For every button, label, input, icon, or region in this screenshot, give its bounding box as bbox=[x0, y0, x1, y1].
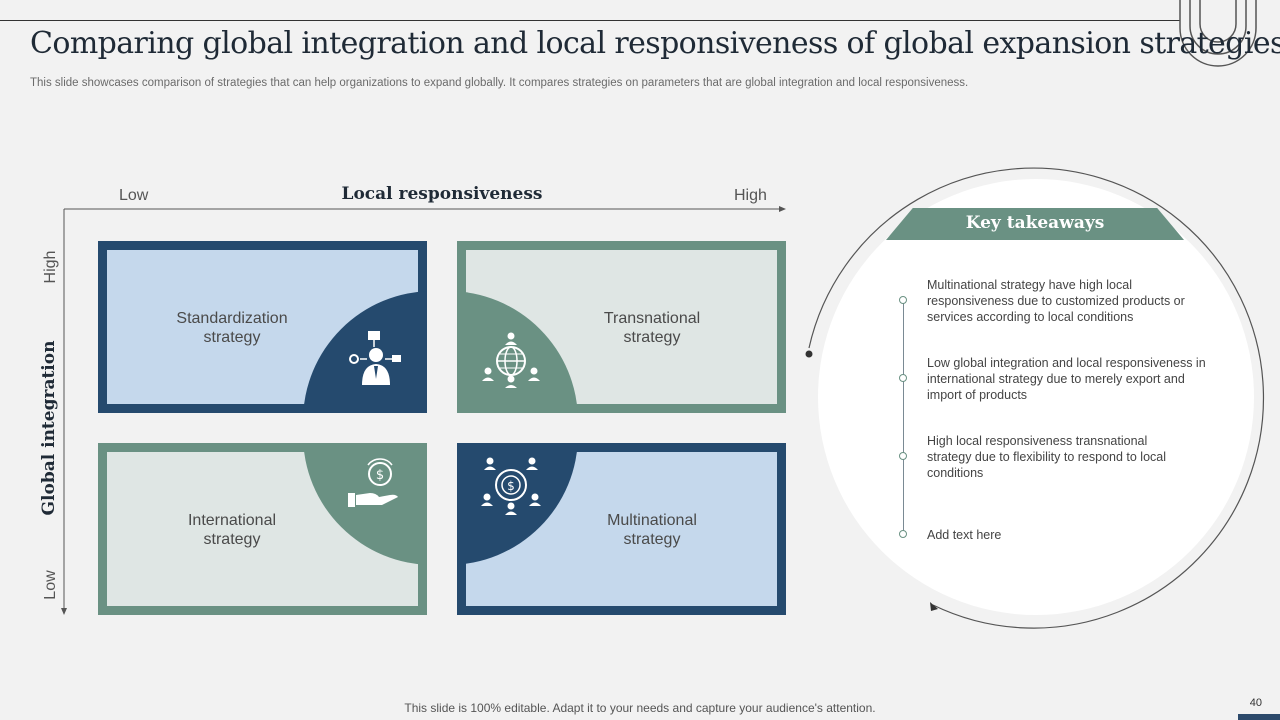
x-axis-low-label: Low bbox=[119, 187, 149, 204]
page-accent-bar bbox=[1238, 714, 1280, 720]
header-rule bbox=[0, 20, 1180, 21]
svg-text:$: $ bbox=[376, 468, 384, 483]
takeaway-bullet-icon bbox=[899, 452, 907, 460]
quadrant-label: Multinational strategy bbox=[607, 512, 697, 548]
takeaway-item: Multinational strategy have high local r… bbox=[927, 278, 1185, 324]
x-axis-title: Local responsiveness bbox=[341, 184, 543, 204]
svg-text:$: $ bbox=[507, 479, 515, 493]
takeaways-outer-arc bbox=[805, 167, 1265, 629]
x-axis-high-label: High bbox=[734, 187, 767, 204]
takeaway-bullet-icon bbox=[899, 296, 907, 304]
y-axis-low-label: Low bbox=[42, 570, 59, 600]
page-title: Comparing global integration and local r… bbox=[30, 26, 1280, 61]
matrix-axes bbox=[61, 206, 786, 615]
dollar-globe-people-icon: $ bbox=[481, 457, 541, 515]
hand-dollar-globe-icon: $ bbox=[348, 458, 398, 507]
page-number: 40 bbox=[1249, 697, 1262, 709]
quadrant-international: International strategy $ bbox=[98, 443, 427, 615]
globe-people-icon bbox=[482, 332, 540, 388]
takeaway-item: Low global integration and local respons… bbox=[927, 356, 1206, 402]
decorative-arch-icon bbox=[1179, 0, 1257, 67]
takeaways-banner bbox=[886, 208, 1184, 240]
quadrant-label: Standardization strategy bbox=[176, 310, 288, 346]
y-axis-high-label: High bbox=[42, 250, 59, 284]
manager-network-icon bbox=[349, 331, 401, 385]
takeaways-panel bbox=[818, 179, 1254, 615]
quadrant-multinational: Multinational strategy $ bbox=[457, 443, 786, 615]
quadrant-label: Transnational strategy bbox=[603, 310, 701, 346]
takeaway-bullet-icon bbox=[899, 374, 907, 382]
takeaways-timeline bbox=[903, 300, 904, 534]
takeaway-bullet-icon bbox=[899, 530, 907, 538]
takeaways-heading: Key takeaways bbox=[965, 213, 1105, 233]
footer-note: This slide is 100% editable. Adapt it to… bbox=[404, 701, 876, 715]
page-subtitle: This slide showcases comparison of strat… bbox=[30, 77, 969, 89]
takeaway-item: Add text here bbox=[927, 528, 1002, 542]
y-axis-title: Global integration bbox=[39, 340, 59, 516]
quadrant-standardization: Standardization strategy bbox=[98, 241, 427, 413]
quadrant-label: International strategy bbox=[187, 512, 277, 548]
takeaway-item: High local responsiveness transnational … bbox=[927, 434, 1167, 480]
quadrant-transnational: Transnational strategy bbox=[457, 241, 786, 413]
